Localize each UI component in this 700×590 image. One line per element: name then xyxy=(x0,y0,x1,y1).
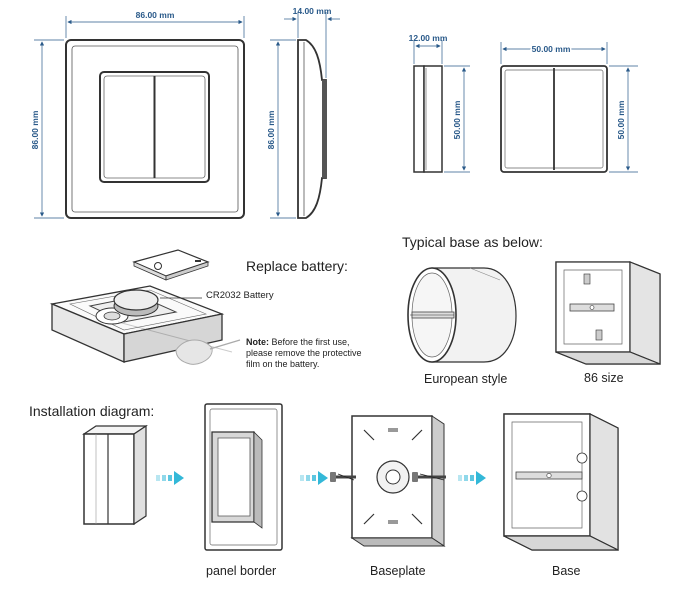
front-view-panel xyxy=(65,39,245,219)
replace-battery-heading: Replace battery: xyxy=(246,258,348,274)
module-height-dimension xyxy=(444,65,470,173)
base-box-install xyxy=(503,413,619,551)
panel-border-frame xyxy=(204,403,283,551)
side-depth-dimension xyxy=(284,12,340,78)
switch-module-install xyxy=(82,424,148,526)
installation-heading: Installation diagram: xyxy=(29,403,155,419)
module-depth-dimension xyxy=(413,40,443,64)
base-label: Base xyxy=(552,564,581,578)
front-width-label: 86.00 mm xyxy=(136,10,175,20)
module-width-label: 50.00 mm xyxy=(532,44,571,54)
protective-film-tab xyxy=(117,321,241,365)
module-front-height-label: 50.00 mm xyxy=(616,100,626,139)
baseplate-label: Baseplate xyxy=(370,564,426,578)
size86-base-box xyxy=(555,261,661,365)
module-width-dimension xyxy=(500,42,608,64)
panel-border-label: panel border xyxy=(206,564,277,578)
typical-base-heading: Typical base as below: xyxy=(402,234,543,250)
front-height-dimension xyxy=(34,39,64,219)
install-arrow-1 xyxy=(156,471,184,485)
module-depth-label: 12.00 mm xyxy=(409,33,448,43)
install-arrow-2 xyxy=(300,471,328,485)
module-height-label: 50.00 mm xyxy=(452,100,462,139)
battery-label: CR2032 Battery xyxy=(206,290,274,301)
battery-cover-lid xyxy=(132,249,210,281)
side-height-dimension xyxy=(270,39,296,219)
baseplate-with-screws xyxy=(330,415,446,547)
european-style-label: European style xyxy=(424,372,508,386)
module-front-height-dimension xyxy=(609,65,638,173)
cr2032-battery xyxy=(113,289,202,317)
side-height-label: 86.00 mm xyxy=(266,110,276,149)
size86-label: 86 size xyxy=(584,371,624,385)
module-side-view xyxy=(413,65,443,173)
module-front-view xyxy=(500,65,608,173)
note-prefix: Note: xyxy=(246,337,269,347)
battery-note: Note: Before the first use, please remov… xyxy=(246,337,366,370)
european-base-box xyxy=(407,267,517,363)
side-view-panel xyxy=(297,39,327,219)
front-width-dimension xyxy=(65,16,245,38)
front-height-label: 86.00 mm xyxy=(30,110,40,149)
side-depth-label: 14.00 mm xyxy=(293,6,332,16)
install-arrow-3 xyxy=(458,471,486,485)
note-text: Before the first use, please remove the … xyxy=(246,337,362,369)
